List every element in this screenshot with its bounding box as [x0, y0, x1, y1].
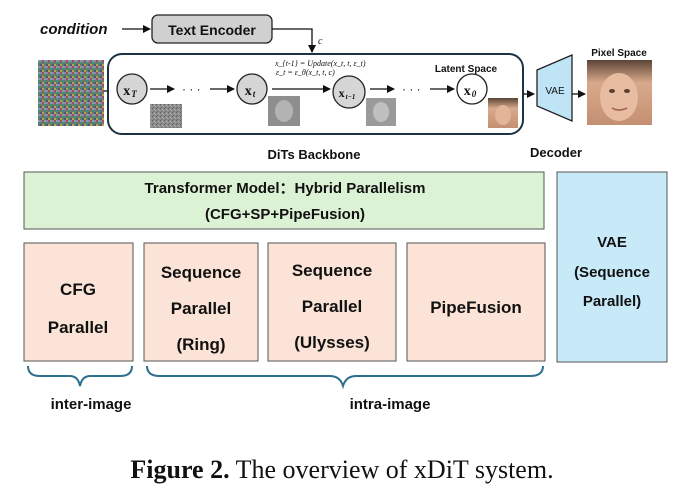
pixel-face-right-eye — [624, 89, 630, 93]
vae-parallel-line3: Parallel) — [583, 293, 641, 310]
intra-image-label: intra-image — [350, 396, 431, 413]
noise-image — [38, 60, 104, 126]
node-xT — [116, 73, 148, 105]
node-xT-label: xT — [123, 84, 137, 99]
pipefusion-box — [406, 242, 546, 362]
node-xt-1 — [332, 75, 366, 109]
update-equation: x_{t-1} = Update(x_t, t, ε_t) — [274, 59, 366, 68]
ellipsis-1: · · · — [182, 82, 201, 96]
pixel-face-mouth — [611, 107, 628, 111]
vae-parallel-box — [556, 171, 668, 363]
vae-parallel-line2: (Sequence — [574, 264, 650, 281]
sp-ring-line1: Sequence — [161, 263, 241, 282]
sp-ulysses-box — [267, 242, 397, 362]
partial-face-shape-2 — [373, 102, 389, 122]
node-xt-1-label: xt−1 — [339, 86, 356, 101]
text-encoder-label: Text Encoder — [168, 22, 256, 38]
dits-backbone-label: DiTs Backbone — [268, 147, 361, 162]
figure-caption: Figure 2.The overview of xDiT system. — [130, 455, 553, 484]
sp-ulysses-line2: Parallel — [302, 297, 363, 316]
cfg-line1: CFG — [60, 280, 96, 299]
pixel-face-shape — [600, 73, 638, 121]
noisy-latent-thumb-1 — [150, 104, 182, 128]
condition-label: condition — [40, 21, 108, 38]
sp-ring-line2: Parallel — [171, 299, 232, 318]
latent-face-shape — [495, 105, 511, 125]
node-x0 — [456, 73, 488, 105]
sp-ulysses-line3: (Ulysses) — [294, 333, 370, 352]
cfg-parallel-box — [23, 242, 134, 362]
cfg-line2: Parallel — [48, 318, 109, 337]
vae-decoder-shape — [536, 54, 573, 122]
sp-ring-line3: (Ring) — [176, 335, 225, 354]
pipefusion-label: PipeFusion — [430, 298, 522, 317]
latent-space-label: Latent Space — [435, 64, 498, 75]
transformer-title: Transformer Model：Hybrid Parallelism — [145, 180, 426, 197]
sp-ulysses-line1: Sequence — [292, 261, 372, 280]
partial-face-shape-1 — [275, 100, 293, 122]
ellipsis-2: · · · — [402, 82, 421, 96]
vae-parallel-line1: VAE — [597, 234, 627, 251]
node-xt-label: xt — [245, 84, 256, 99]
transformer-model-box — [23, 171, 545, 230]
node-xt — [236, 73, 268, 105]
c-arrow — [272, 28, 316, 53]
eps-equation: ε_t = ε_θ(x_t, t, c) — [276, 68, 335, 77]
decoder-label: Decoder — [530, 145, 582, 160]
pixel-face-left-eye — [609, 89, 615, 93]
node-x0-label: x0 — [464, 84, 477, 99]
sp-ring-box — [143, 242, 259, 362]
c-label: c — [318, 36, 323, 47]
inter-image-brace — [27, 365, 133, 387]
intra-image-brace — [146, 365, 544, 390]
inter-image-label: inter-image — [51, 396, 132, 413]
vae-decoder-label: VAE — [545, 86, 565, 97]
transformer-subtitle: (CFG+SP+PipeFusion) — [205, 206, 365, 223]
pixel-space-label: Pixel Space — [591, 48, 647, 59]
